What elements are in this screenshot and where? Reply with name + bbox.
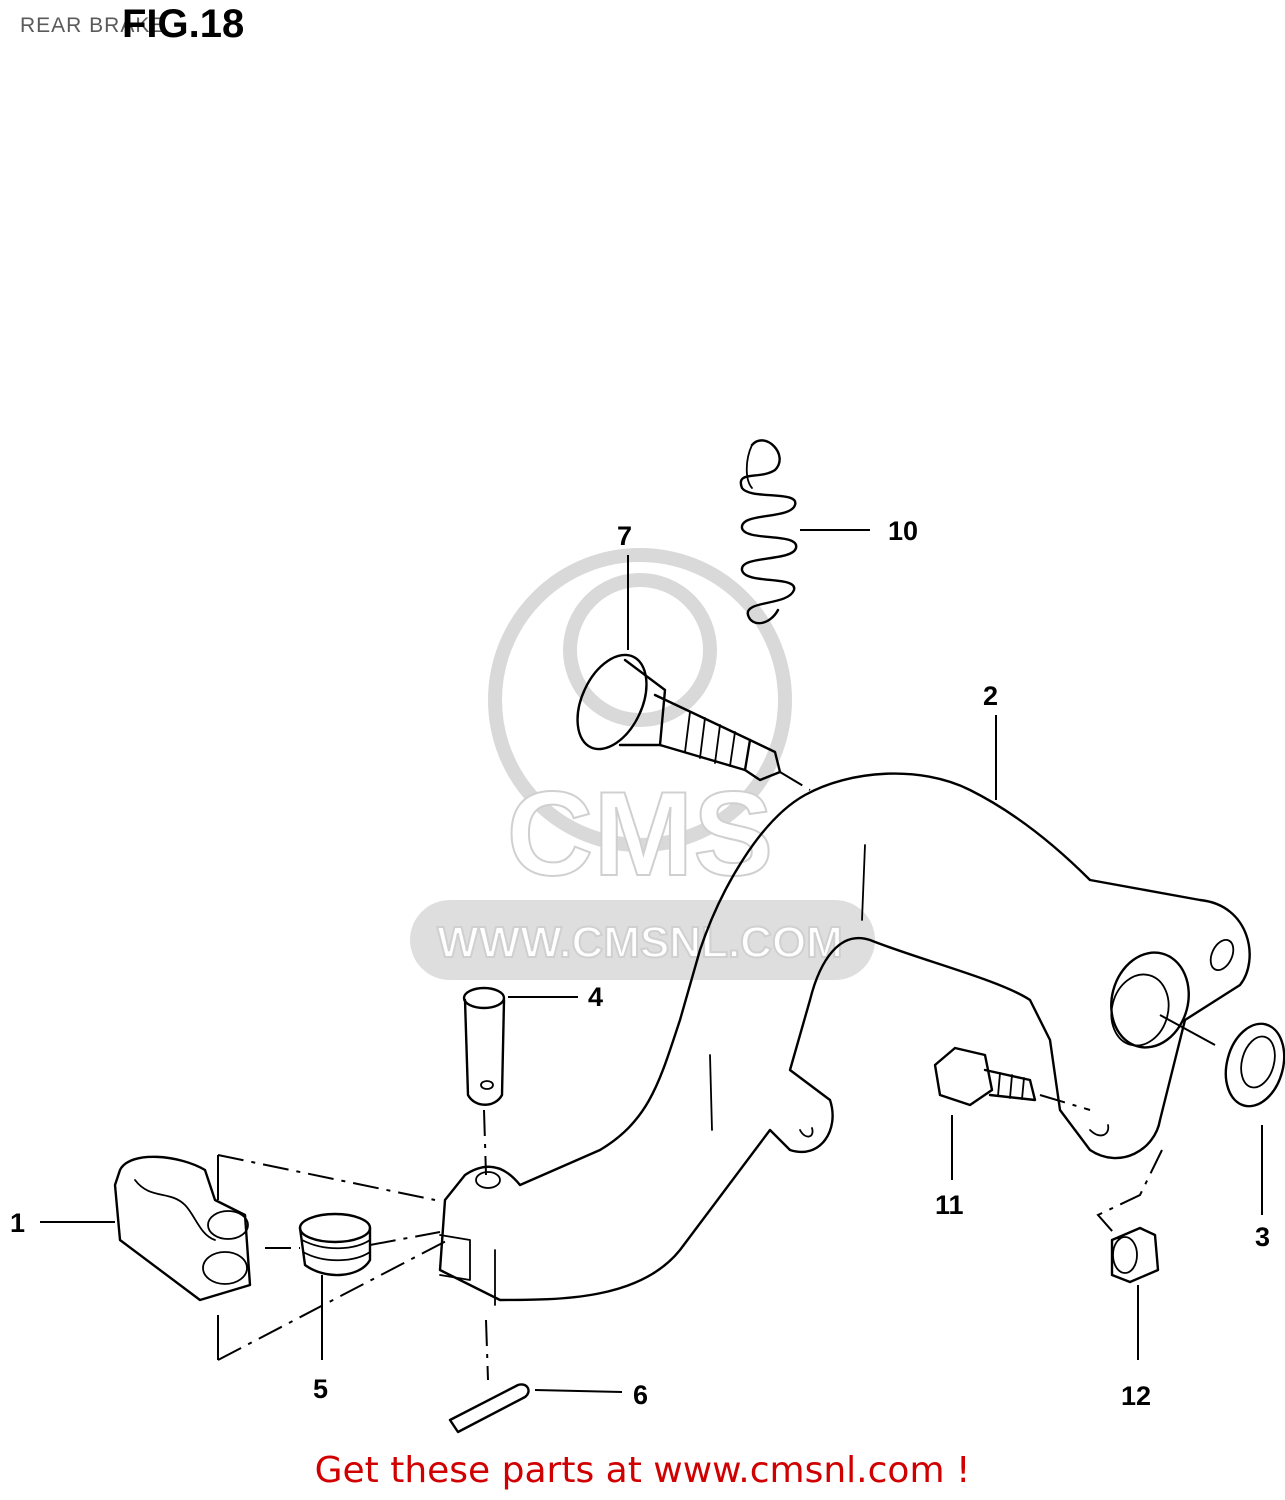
leader-lines (40, 529, 1263, 1393)
spring-part-10 (739, 439, 798, 625)
bushing-part-5 (298, 1212, 372, 1277)
section-title: REAR BRAKE (20, 14, 166, 37)
callout-7: 7 (617, 521, 632, 551)
watermark-brand: CMS (507, 767, 774, 901)
callout-10: 10 (888, 516, 918, 546)
watermark-url: WWW.CMSNL.COM (437, 918, 843, 967)
bushing-part-3 (1159, 1014, 1285, 1108)
footer-link-text[interactable]: Get these parts at www.cmsnl.com ! (314, 1450, 971, 1491)
figure-label: FIG.18 (122, 2, 245, 46)
assembly-lines (217, 771, 811, 1361)
callout-3: 3 (1255, 1222, 1270, 1252)
callout-6: 6 (633, 1380, 648, 1410)
pedal-tip-part-1 (113, 1155, 252, 1360)
watermark-logo: CMS WWW.CMSNL.COM (410, 548, 875, 980)
clevis-pin-part-4 (462, 986, 506, 1176)
callout-12: 12 (1121, 1381, 1151, 1411)
callout-2: 2 (983, 681, 998, 711)
cotter-pin-part-6 (448, 1319, 530, 1434)
bolt-part-11 (933, 1046, 1091, 1111)
callout-1: 1 (10, 1208, 25, 1238)
brake-pedal-part-2 (438, 772, 1251, 1306)
callout-5: 5 (313, 1374, 328, 1404)
nut-part-12 (1096, 1149, 1163, 1284)
callout-11: 11 (935, 1190, 964, 1220)
pivot-bolt-part-7 (576, 653, 782, 782)
callout-4: 4 (588, 982, 603, 1012)
